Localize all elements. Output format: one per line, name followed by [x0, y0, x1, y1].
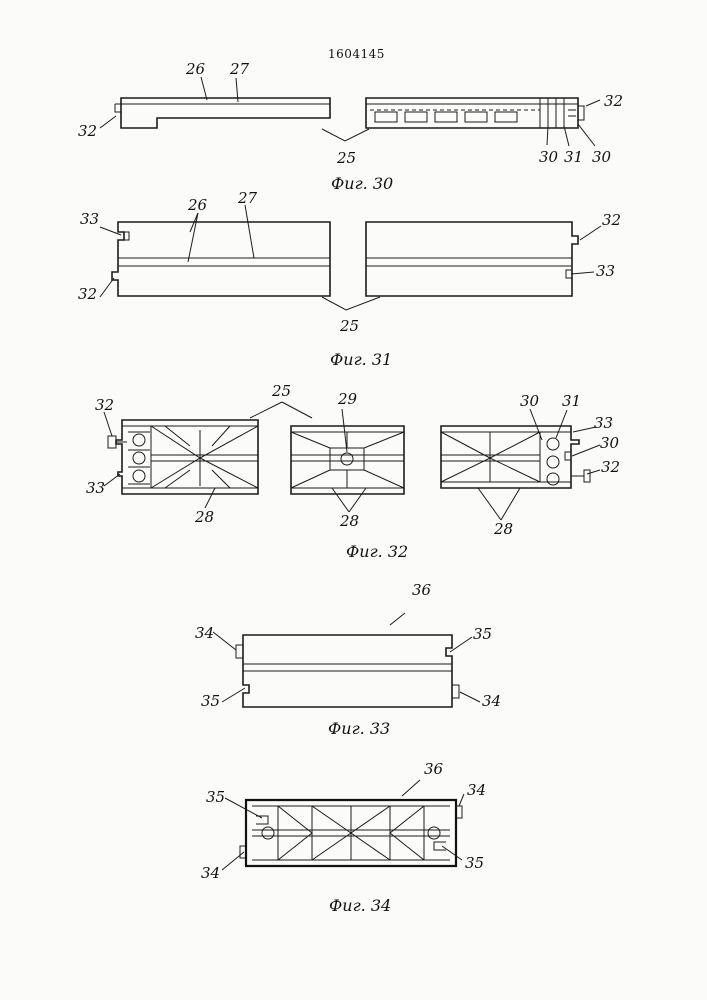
figure-33: 36 34 35 35 34 Фиг. 33	[195, 581, 501, 738]
label: 32	[604, 92, 623, 110]
figure-caption: Фиг. 32	[346, 542, 408, 561]
label: 26	[185, 60, 206, 78]
figure-caption: Фиг. 30	[331, 174, 393, 193]
label: 34	[467, 781, 486, 799]
label: 29	[337, 390, 358, 408]
label: 34	[195, 624, 214, 642]
label: 32	[95, 396, 114, 414]
label: 35	[206, 788, 225, 806]
figure-31: 33 26 27 32 32 33 25 Фиг. 31	[78, 189, 621, 369]
figure-caption: Фиг. 31	[330, 350, 392, 369]
label: 25	[336, 149, 356, 167]
label: 28	[493, 520, 513, 538]
label: 28	[194, 508, 214, 526]
label: 30	[539, 148, 559, 166]
figure-34: 36 35 34 34 35 Фиг. 34	[201, 760, 486, 915]
label: 32	[602, 211, 621, 229]
label: 34	[482, 692, 501, 710]
label: 28	[339, 512, 359, 530]
label: 30	[592, 148, 612, 166]
label: 33	[594, 414, 613, 432]
label: 33	[86, 479, 105, 497]
label: 30	[520, 392, 540, 410]
figure-caption: Фиг. 33	[328, 719, 390, 738]
label: 25	[339, 317, 359, 335]
label: 35	[201, 692, 220, 710]
label: 33	[596, 262, 615, 280]
label: 32	[78, 285, 97, 303]
label: 27	[237, 189, 258, 207]
figure-caption: Фиг. 34	[329, 896, 391, 915]
label: 35	[465, 854, 484, 872]
label: 31	[564, 148, 583, 166]
patent-number: 1604145	[328, 47, 385, 61]
label: 35	[473, 625, 492, 643]
label: 27	[229, 60, 250, 78]
label: 31	[562, 392, 581, 410]
figure-30: 26 27 32 25 32 30 31 30 Фиг. 30	[78, 60, 623, 193]
label: 32	[78, 122, 97, 140]
label: 33	[80, 210, 99, 228]
label: 32	[601, 458, 620, 476]
label: 30	[600, 434, 620, 452]
label: 34	[201, 864, 220, 882]
label: 26	[187, 196, 208, 214]
label: 36	[412, 581, 432, 599]
label: 36	[424, 760, 444, 778]
figure-32: 25 32 33 28 29 28 30 31 33 30 32 28 Фиг.…	[86, 382, 620, 561]
label: 25	[271, 382, 291, 400]
